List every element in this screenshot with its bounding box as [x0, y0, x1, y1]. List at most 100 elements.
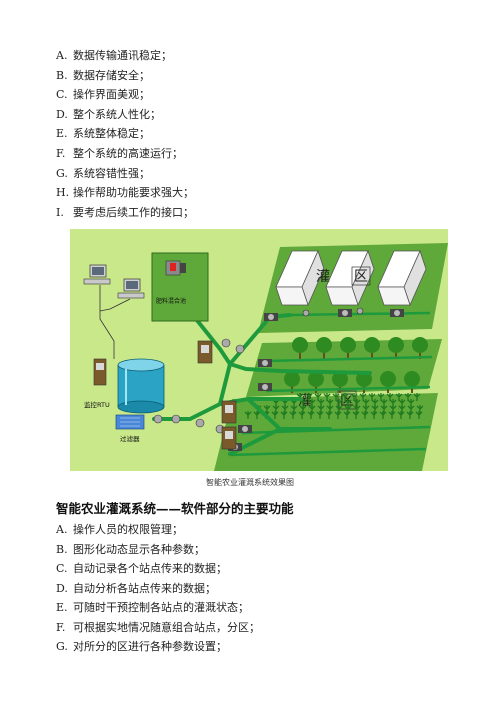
list-marker: H. [56, 186, 70, 200]
crop-plant [350, 393, 358, 401]
water-tank [117, 358, 165, 414]
crop-plant [368, 393, 376, 401]
list-item-text: 要考虑后续工作的接口； [73, 205, 194, 219]
greenhouse [377, 249, 427, 307]
list-marker: A. [56, 49, 68, 62]
filter-label: 过滤器 [120, 434, 140, 443]
list-item-text: 系统容错性强； [73, 166, 150, 180]
crop-plant [307, 411, 315, 419]
list-item: D. 自动分析各站点传来的数据； [56, 579, 260, 599]
list-item-text: 自动分析各站点传来的数据； [73, 581, 216, 595]
list-marker: C. [56, 562, 68, 575]
list-marker: B. [56, 68, 68, 82]
fertilizer-tank-label: 肥料混合池 [156, 297, 186, 305]
list-item-text: 对所分的区进行各种参数设置； [73, 640, 227, 653]
list-marker: I. [56, 205, 64, 219]
crop-plant [332, 393, 340, 401]
list-item-text: 可随时干预控制各站点的灌溉状态； [73, 601, 249, 614]
list-item: B. 图形化动态显示各种参数； [56, 540, 260, 560]
list-item: G. 对所分的区进行各种参数设置； [56, 637, 260, 657]
controller-box [197, 340, 237, 450]
crop-plant [271, 411, 279, 419]
list-item-text: 系统整体稳定； [73, 127, 150, 141]
irrigation-system-figure: 灌 区 灌 区 [70, 229, 448, 471]
list-item: A. 操作人员的权限管理； [56, 520, 260, 540]
valve-junctions [153, 307, 364, 434]
rtu-label: 监控RTU [84, 400, 110, 409]
zone-label-irrigate: 灌 [316, 269, 330, 285]
list-marker: G. [56, 166, 68, 180]
crop-plant [416, 405, 424, 413]
list-item: E. 系统整体稳定； [56, 124, 194, 144]
list-item: I. 要考虑后续工作的接口； [56, 203, 194, 223]
crop-plant [280, 411, 288, 419]
crop-plant [352, 411, 360, 419]
list-marker: C. [56, 88, 68, 102]
list-marker: E. [56, 127, 68, 141]
computer-icon [83, 264, 111, 285]
list-marker: G. [56, 640, 68, 653]
list-marker: F. [56, 146, 66, 160]
crop-plant [388, 411, 396, 419]
list-item: C. 自动记录各个站点传来的数据； [56, 559, 260, 579]
crop-plant [361, 411, 369, 419]
requirements-list: A. 数据传输通讯稳定； B. 数据存储安全； C. 操作界面美观； D. 整个系统人性… [56, 46, 194, 222]
list-item-text: 整个系统人性化； [73, 107, 161, 121]
list-item-text: 自动记录各个站点传来的数据； [73, 562, 227, 575]
list-marker: D. [56, 107, 68, 121]
list-marker: E. [56, 601, 68, 614]
list-item: H.操作帮助功能要求强大； [56, 183, 194, 203]
software-functions-list: A. 操作人员的权限管理； B. 图形化动态显示各种参数； C. 自动记录各个站点传来… [56, 520, 260, 657]
crop-rows [244, 393, 424, 419]
list-item-text: 图形化动态显示各种参数； [73, 542, 205, 556]
crop-plant [263, 405, 271, 413]
crop-plant [395, 393, 403, 401]
crop-plant [314, 393, 322, 401]
crop-plant [341, 393, 349, 401]
list-item-text: 操作界面美观； [73, 88, 150, 102]
crop-plant [343, 411, 351, 419]
crop-plant [305, 393, 313, 401]
crop-plant [377, 393, 385, 401]
crop-plant [289, 411, 297, 419]
rtu-box [93, 358, 107, 386]
list-marker: D. [56, 581, 68, 595]
list-item: F. 整个系统的高速运行； [56, 144, 194, 164]
list-item: D. 整个系统人性化； [56, 105, 194, 125]
crop-plant [415, 411, 423, 419]
list-item: A. 数据传输通讯稳定； [56, 46, 194, 66]
list-item: B. 数据存储安全； [56, 66, 194, 86]
crop-plant [334, 411, 342, 419]
crop-plant [370, 411, 378, 419]
figure-caption: 智能农业灌溉系统效果图 [206, 478, 294, 487]
crop-plant [244, 411, 252, 419]
section-heading: 智能农业灌溉系统——软件部分的主要功能 [56, 501, 294, 516]
list-item: C. 操作界面美观； [56, 85, 194, 105]
crop-plant [404, 393, 412, 401]
crop-plant [323, 393, 331, 401]
list-item-text: 操作人员的权限管理； [73, 523, 183, 536]
list-item-text: 可根据实地情况随意组合站点，分区； [73, 620, 260, 634]
greenhouse [325, 249, 375, 307]
list-item-text: 整个系统的高速运行； [73, 146, 183, 160]
list-marker: F. [56, 620, 66, 634]
list-item-text: 数据传输通讯稳定； [73, 49, 172, 62]
zone-label-area-2: 区 [340, 393, 354, 409]
greenhouse [275, 249, 325, 307]
crop-plant [406, 411, 414, 419]
crop-plant [379, 411, 387, 419]
list-item-text: 数据存储安全； [73, 68, 150, 82]
computer-icon [117, 278, 145, 299]
zone-label-area: 区 [354, 269, 368, 285]
list-marker: B. [56, 542, 68, 556]
crop-plant [359, 393, 367, 401]
crop-plant [325, 411, 333, 419]
list-item: G. 系统容错性强； [56, 164, 194, 184]
list-item: F. 可根据实地情况随意组合站点，分区； [56, 618, 260, 638]
crop-plant [386, 393, 394, 401]
tree-row [284, 337, 428, 387]
list-item-text: 操作帮助功能要求强大； [73, 186, 194, 200]
list-item: E. 可随时干预控制各站点的灌溉状态； [56, 598, 260, 618]
crop-plant [298, 411, 306, 419]
list-marker: A. [56, 523, 68, 536]
